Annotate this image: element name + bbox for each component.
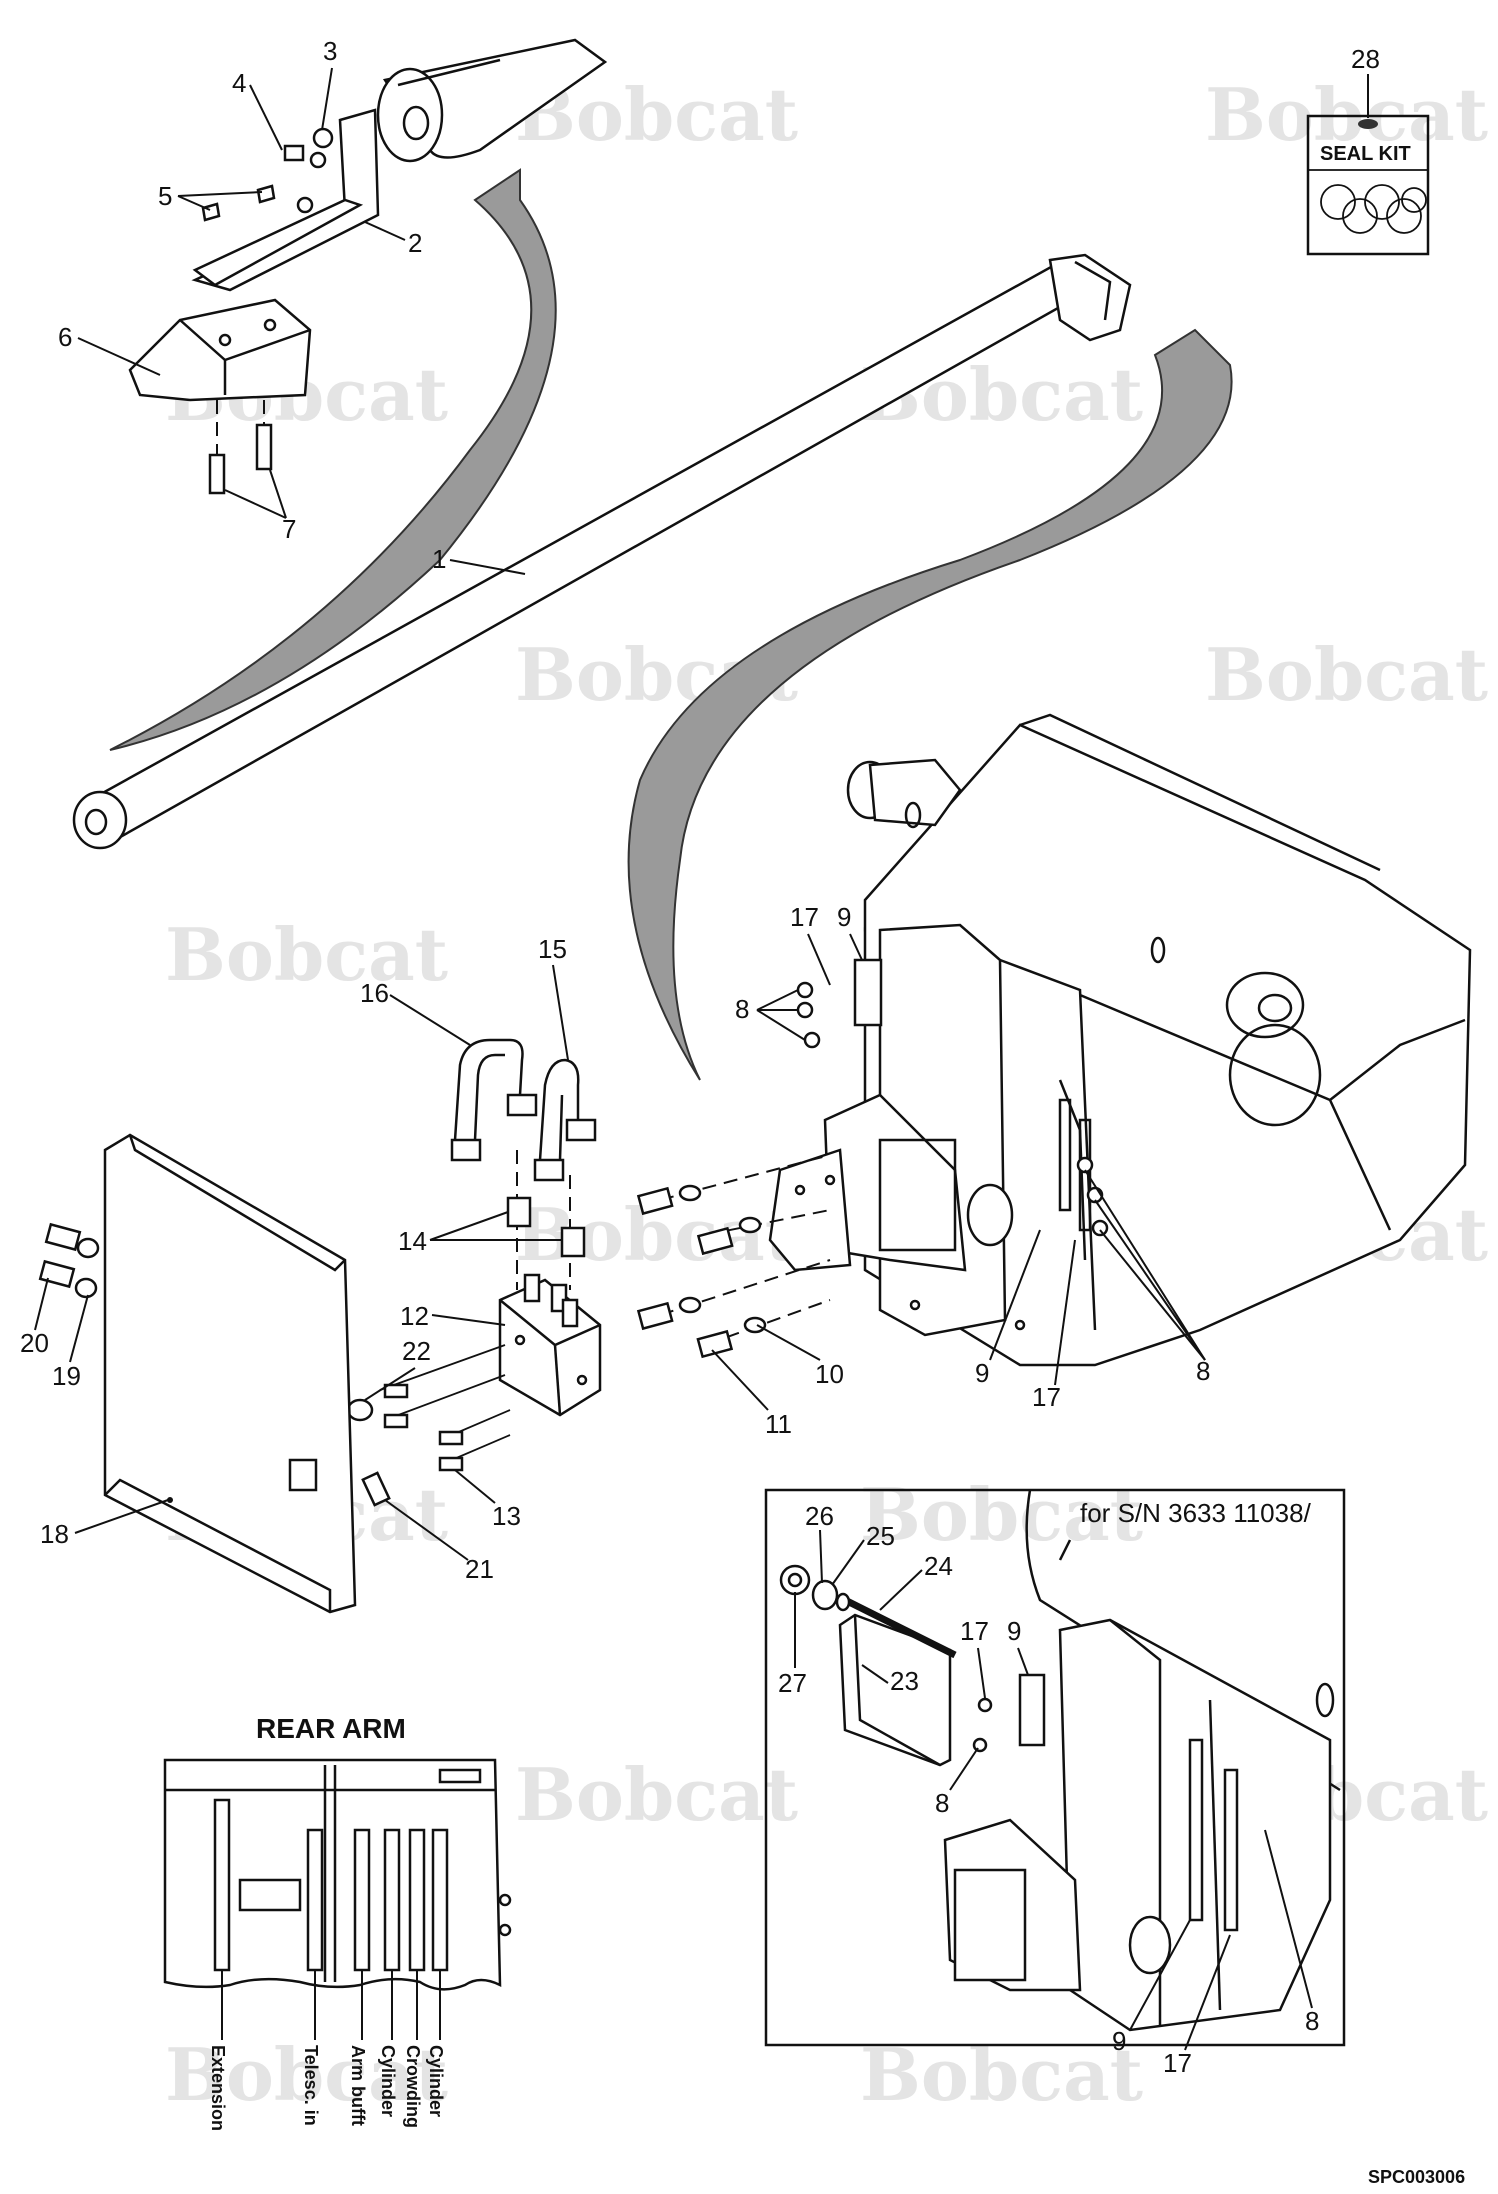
callout-8: 8 xyxy=(735,994,749,1024)
callout-22: 22 xyxy=(402,1336,431,1366)
assembly-arrows xyxy=(109,168,1233,1081)
seal-kit-label: SEAL KIT xyxy=(1320,143,1411,165)
hose-clamps xyxy=(796,958,1109,1237)
callout-8: 8 xyxy=(935,1788,949,1818)
callout-18: 18 xyxy=(40,1519,69,1549)
callout-17: 17 xyxy=(1163,2048,1192,2078)
callout-16: 16 xyxy=(360,978,389,1008)
watermark: Bobcat xyxy=(1205,72,1488,157)
callout-4: 4 xyxy=(232,68,246,98)
callout-11: 11 xyxy=(765,1409,792,1439)
guard-screws xyxy=(208,400,273,495)
valve-block xyxy=(498,1273,602,1417)
rear-arm-port-label: Telesc. in xyxy=(301,2045,321,2126)
valve-bolts xyxy=(346,1344,511,1472)
cover-bolts xyxy=(38,1222,391,1507)
watermark: Bobcat xyxy=(165,2032,448,2117)
callout-6: 6 xyxy=(58,322,72,352)
callout-21: 21 xyxy=(465,1554,494,1584)
callout-5: 5 xyxy=(158,181,172,211)
callout-17: 17 xyxy=(960,1616,989,1646)
watermark: Bobcat xyxy=(860,1472,1143,1557)
hydraulic-hoses xyxy=(450,1038,597,1290)
callout-10: 10 xyxy=(815,1359,844,1389)
callout-8: 8 xyxy=(1305,2006,1319,2036)
mounting-bracket xyxy=(191,108,380,292)
rear-arm-title: REAR ARM xyxy=(256,1713,406,1744)
callout-13: 13 xyxy=(492,1501,521,1531)
callout-28: 28 xyxy=(1351,44,1380,74)
callout-23: 23 xyxy=(890,1666,919,1696)
callout-3: 3 xyxy=(323,36,337,66)
callout-15: 15 xyxy=(538,934,567,964)
watermark: Bobcat xyxy=(165,912,448,997)
side-cover xyxy=(103,1133,357,1614)
rear-arm-port-label: Crowding xyxy=(403,2045,423,2128)
callout-9: 9 xyxy=(1007,1616,1021,1646)
callout-17: 17 xyxy=(1032,1382,1061,1412)
rear-arm-port-label: Arm bufft xyxy=(348,2045,368,2126)
actuator-motor xyxy=(376,38,608,163)
callout-20: 20 xyxy=(20,1328,49,1358)
callout-19: 19 xyxy=(52,1361,81,1391)
watermark: Bobcat xyxy=(1205,632,1488,717)
callout-1: 1 xyxy=(432,544,446,574)
serial-inset: for S/N 3633 11038/ xyxy=(764,1488,1346,2047)
callout-layer: 1 2 3 4 5 6 7 8 8 9 9 xyxy=(20,36,1319,2078)
guard-plate xyxy=(128,298,312,402)
callout-9: 9 xyxy=(975,1358,989,1388)
motor-bolts xyxy=(636,1154,831,1359)
rear-arm-port-label: Cylinder xyxy=(378,2045,398,2117)
callout-24: 24 xyxy=(924,1551,953,1581)
watermark: Bobcat xyxy=(515,1752,798,1837)
boom-housing xyxy=(846,713,1472,1367)
seal-kit-box: 28 SEAL KIT xyxy=(1306,44,1430,256)
drawing-code: SPC003006 xyxy=(1368,2167,1465,2187)
seal-rings-icon xyxy=(1320,184,1427,234)
rear-arm-panel: REAR ARM Extension Telesc. in Arm bufft … xyxy=(163,1713,512,2131)
rear-arm-port-label: Cylinder xyxy=(426,2045,446,2117)
callout-8: 8 xyxy=(1196,1356,1210,1386)
callout-2: 2 xyxy=(408,228,422,258)
callout-25: 25 xyxy=(866,1521,895,1551)
callout-7: 7 xyxy=(282,514,296,544)
callout-26: 26 xyxy=(805,1501,834,1531)
callout-14: 14 xyxy=(398,1226,427,1256)
rear-arm-port-label: Extension xyxy=(208,2045,228,2131)
callout-9: 9 xyxy=(837,902,851,932)
hydraulic-motor xyxy=(768,1093,1014,1272)
callout-27: 27 xyxy=(778,1668,807,1698)
callout-17: 17 xyxy=(790,902,819,932)
inset-note: for S/N 3633 11038/ xyxy=(1080,1498,1312,1528)
callout-9: 9 xyxy=(1112,2026,1126,2056)
extension-tube xyxy=(72,253,1132,850)
callout-12: 12 xyxy=(400,1301,429,1331)
